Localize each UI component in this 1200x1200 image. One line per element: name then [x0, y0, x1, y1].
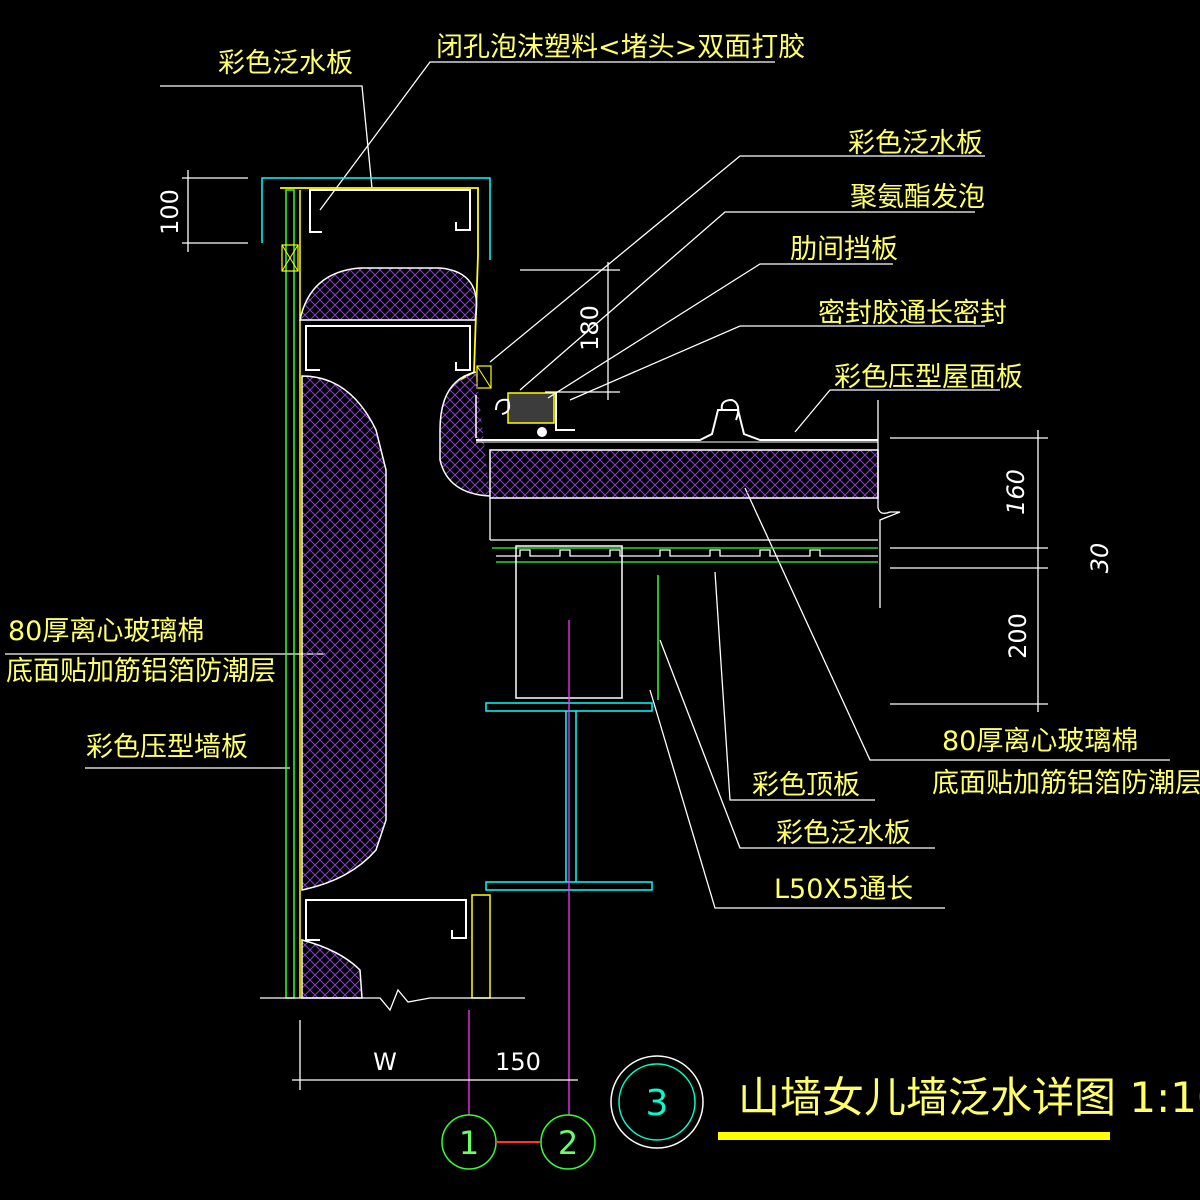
dim-top-height: 100 [156, 189, 184, 235]
wall-assembly [260, 177, 525, 1012]
label-angle-steel: L50X5通长 [774, 874, 913, 905]
label-wall-insulation-2: 底面贴加筋铝箔防潮层 [6, 656, 276, 687]
drawing-title: 山墙女儿墙泛水详图 1:10 [738, 1073, 1200, 1122]
roof-assembly [439, 371, 901, 1115]
label-roof-insulation-1: 80厚离心玻璃棉 [942, 726, 1138, 757]
label-roof-insulation-2: 底面贴加筋铝箔防潮层 [932, 768, 1200, 799]
axis-bubble-right: 2 [540, 1114, 596, 1170]
dim-width-w: W [373, 1048, 397, 1076]
title-underline [718, 1132, 1110, 1140]
dimension-lines [182, 170, 1048, 1090]
label-flashing-right: 彩色泛水板 [848, 128, 983, 159]
label-wall-insulation-1: 80厚离心玻璃棉 [8, 616, 204, 647]
label-flashing-top: 彩色泛水板 [218, 48, 353, 79]
dim-roof-thickness: 160 [1002, 469, 1030, 515]
label-flashing-lower: 彩色泛水板 [776, 818, 911, 849]
dim-purlin: 200 [1004, 613, 1032, 659]
axis-bubble-left: 1 [441, 1114, 497, 1170]
section-bubble: 3 [610, 1055, 704, 1149]
label-ceiling-panel: 彩色顶板 [752, 770, 860, 801]
section-number: 3 [646, 1083, 669, 1124]
label-roof-panel: 彩色压型屋面板 [834, 362, 1023, 393]
dim-axis-spacing: 150 [495, 1048, 541, 1076]
label-sealant: 密封胶通长密封 [818, 298, 1007, 329]
label-foam-plug: 闭孔泡沫塑料<堵头>双面打胶 [436, 32, 805, 63]
axis-label-right: 2 [558, 1124, 578, 1162]
leader-lines [5, 61, 1170, 909]
label-rib-baffle: 肋间挡板 [790, 234, 898, 265]
dim-step-height: 180 [576, 305, 604, 351]
axis-label-left: 1 [459, 1124, 479, 1162]
label-pu-foam: 聚氨酯发泡 [850, 182, 985, 213]
dim-gap: 30 [1086, 543, 1114, 574]
label-wall-panel: 彩色压型墙板 [86, 732, 248, 763]
